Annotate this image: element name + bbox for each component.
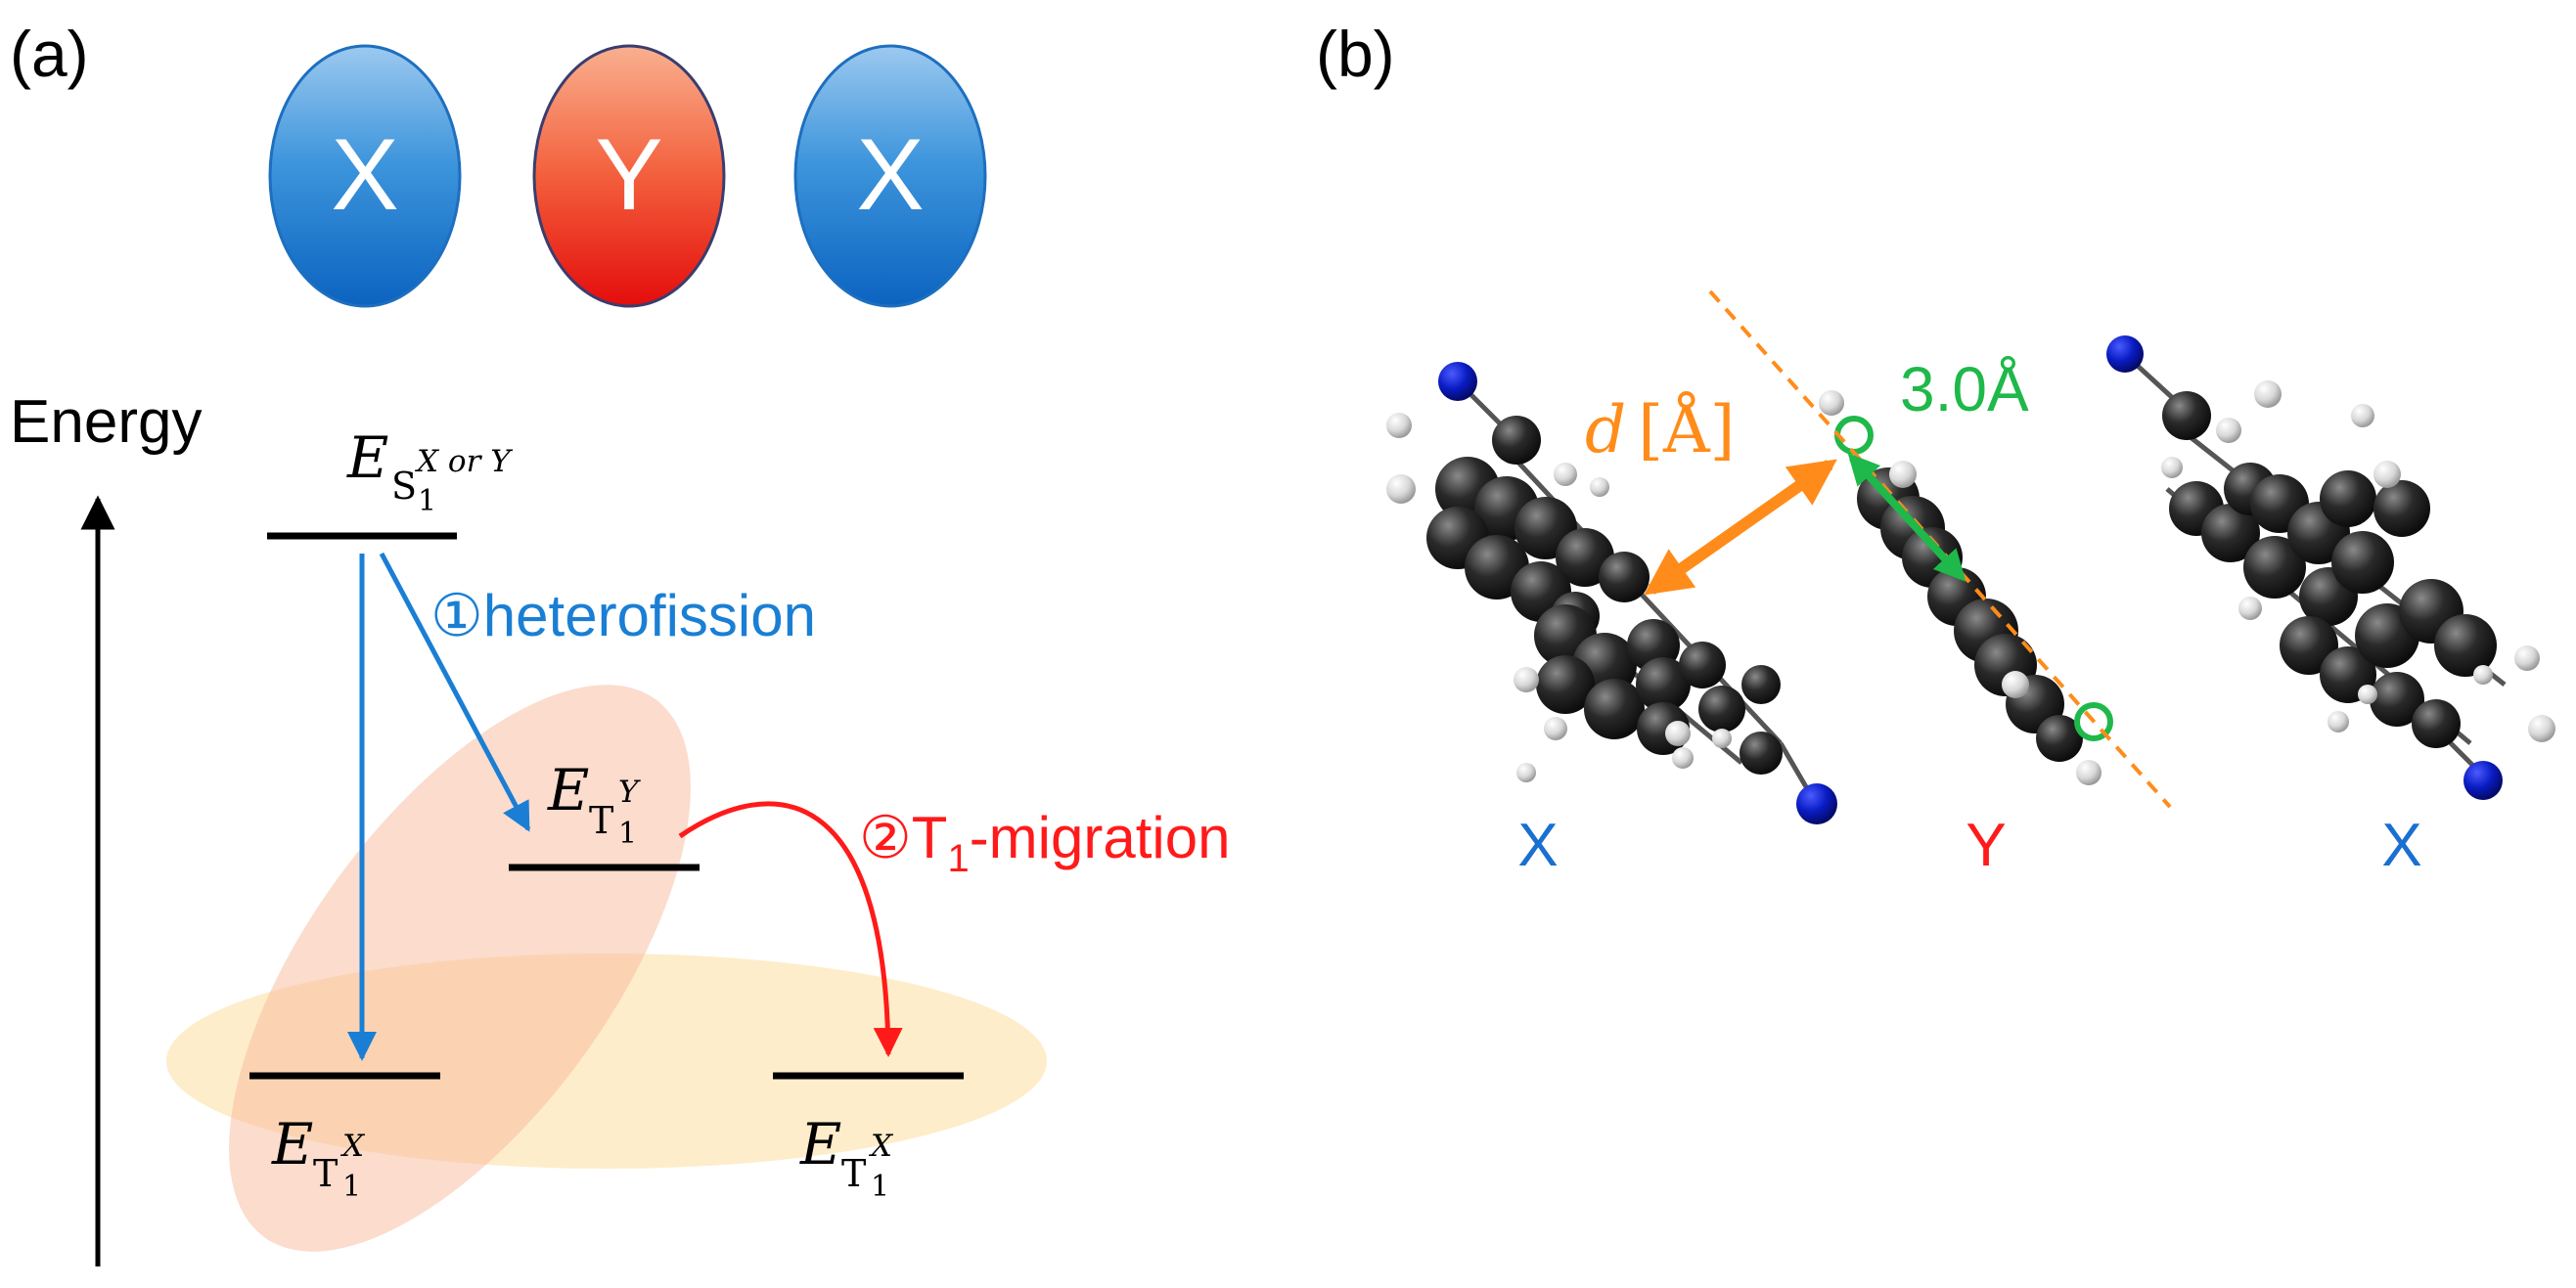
molecule-b-y [1819, 390, 2113, 785]
molecule-b-label-y: Y [1966, 812, 2006, 879]
marker-atom-bottom [2074, 702, 2113, 741]
label-singlet: E S 1 X or Y [346, 424, 513, 518]
heterofission-number: ① [430, 583, 483, 648]
label-triplet-x-left: E T 1 X [271, 1111, 366, 1204]
label-singlet-subnum: 1 [418, 484, 436, 518]
label-triplet-x-left-sup: X [340, 1129, 366, 1164]
molecule-x-left-letter: X [331, 118, 398, 232]
molecule-b-label-x-left: X [1517, 812, 1558, 879]
label-triplet-x-right-base: E [799, 1111, 841, 1177]
marker-atom-top [1834, 416, 1874, 455]
region-xy-pair [229, 685, 691, 1252]
label-triplet-y: E T 1 Y [547, 757, 641, 851]
molecule-y-letter: Y [595, 118, 662, 232]
migration-suffix: -migration [970, 805, 1231, 870]
migration-label: ②T1-migration [859, 805, 1230, 880]
migration-prefix: T [912, 805, 948, 870]
molecule-x-right: X [793, 44, 987, 308]
label-singlet-sub: S [391, 465, 417, 508]
distance-label-var: d [1585, 392, 1626, 467]
label-singlet-sup: X or Y [415, 444, 513, 479]
migration-number: ② [859, 805, 912, 870]
label-triplet-x-left-sub: T [313, 1152, 338, 1195]
label-triplet-y-sub: T [589, 799, 613, 842]
arrow-migration [678, 801, 903, 1057]
label-triplet-y-subnum: 1 [618, 817, 637, 851]
molecule-b-label-x-right: X [2381, 812, 2421, 879]
panel-a-label: (a) [10, 18, 89, 90]
heterofission-text: heterofission [483, 583, 816, 648]
arrow-singlet-to-ty [379, 552, 531, 832]
panel-b-label: (b) [1316, 18, 1395, 90]
plane-line [1708, 289, 2172, 809]
distance-label: d[Å] [1585, 392, 1735, 467]
distance-arrow [1644, 459, 1837, 596]
molecule-b-x-right [2106, 335, 2555, 800]
label-triplet-x-right-sub: T [841, 1152, 866, 1195]
energy-axis-label: Energy [10, 388, 202, 456]
molecule-b-x-left [1386, 362, 1837, 824]
heterofission-label: ①heterofission [430, 583, 816, 648]
spacing-arrow [1847, 453, 1966, 582]
label-triplet-x-right: E T 1 X [799, 1111, 894, 1204]
label-triplet-x-left-subnum: 1 [342, 1170, 361, 1204]
label-triplet-y-sup: Y [618, 775, 641, 810]
label-triplet-x-left-base: E [271, 1111, 313, 1177]
molecule-x-right-letter: X [856, 118, 924, 232]
spacing-label: 3.0Å [1900, 354, 2029, 424]
molecule-y: Y [532, 44, 726, 308]
label-triplet-x-right-subnum: 1 [871, 1170, 889, 1204]
label-triplet-x-right-sup: X [869, 1129, 894, 1164]
molecule-x-left: X [268, 44, 462, 308]
label-singlet-base: E [346, 424, 388, 491]
distance-label-unit: [Å] [1638, 392, 1735, 467]
label-triplet-y-base: E [547, 757, 589, 823]
migration-sub: 1 [947, 837, 969, 880]
